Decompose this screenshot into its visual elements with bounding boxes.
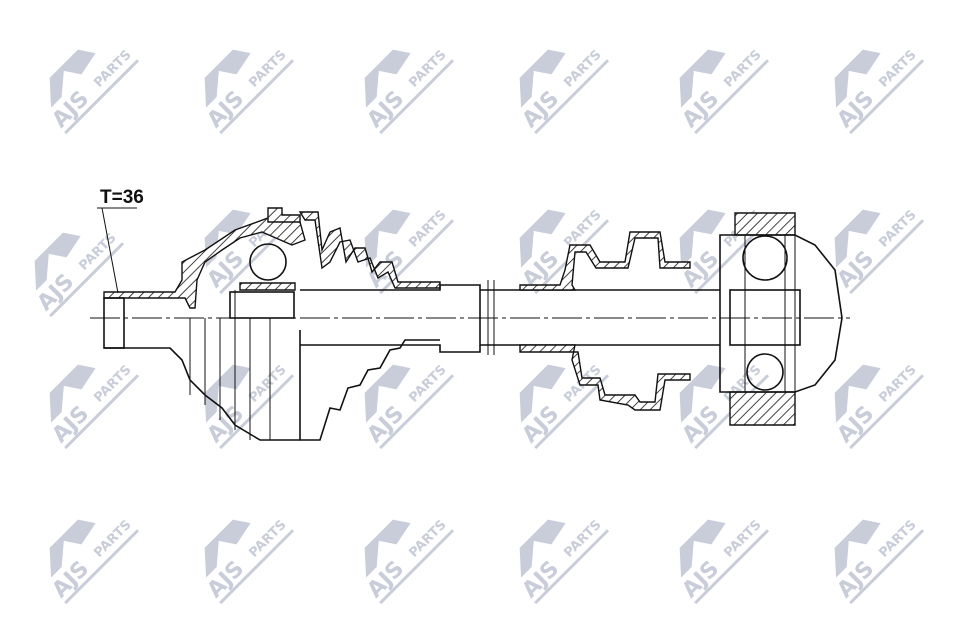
watermark-logo-icon bbox=[834, 209, 881, 268]
watermark-underline bbox=[849, 529, 925, 605]
watermark-underline bbox=[694, 529, 770, 605]
inner-boot bbox=[519, 231, 691, 411]
watermark-underline bbox=[64, 59, 140, 135]
watermark-underline bbox=[534, 529, 610, 605]
watermark-logo-icon bbox=[204, 519, 251, 578]
watermark-logo-icon bbox=[834, 364, 881, 423]
watermark-logo-icon bbox=[679, 49, 726, 108]
watermark-underline bbox=[64, 374, 140, 450]
watermark-underline bbox=[379, 59, 455, 135]
watermark-logo-icon bbox=[364, 519, 411, 578]
inner-tripod-joint bbox=[719, 212, 843, 426]
watermark-logo-icon bbox=[679, 364, 726, 423]
watermark-logo-icon bbox=[834, 519, 881, 578]
watermark-underline bbox=[219, 374, 295, 450]
watermark-logo-icon bbox=[49, 364, 96, 423]
watermark-logo-icon bbox=[519, 364, 566, 423]
watermark-logo-icon bbox=[679, 209, 726, 268]
watermark-logo-icon bbox=[49, 49, 96, 108]
watermark-logo-icon bbox=[834, 49, 881, 108]
watermark-logo-icon bbox=[519, 49, 566, 108]
watermark-logo-icon bbox=[204, 49, 251, 108]
watermark-logo-icon bbox=[49, 519, 96, 578]
watermark-underline bbox=[534, 59, 610, 135]
watermark-logo-icon bbox=[364, 209, 411, 268]
watermark-underline bbox=[534, 374, 610, 450]
outer-cv-joint bbox=[103, 207, 306, 441]
watermark-logo-icon bbox=[679, 519, 726, 578]
watermark-underline bbox=[379, 529, 455, 605]
watermark-underline bbox=[219, 529, 295, 605]
watermark-logo-icon bbox=[519, 519, 566, 578]
thread-callout: T=36 bbox=[97, 187, 144, 294]
watermark-underline bbox=[849, 374, 925, 450]
watermark-logo-icon bbox=[34, 232, 81, 291]
watermark-underline bbox=[849, 219, 925, 295]
watermark-underline bbox=[849, 59, 925, 135]
watermark-logo-icon bbox=[519, 209, 566, 268]
watermark-underline bbox=[379, 374, 455, 450]
watermark-logo-icon bbox=[204, 364, 251, 423]
watermark-logo-icon bbox=[364, 364, 411, 423]
watermark-underline bbox=[694, 59, 770, 135]
watermark-underline bbox=[64, 529, 140, 605]
callout-label: T=36 bbox=[100, 187, 144, 208]
watermark-underline bbox=[219, 59, 295, 135]
watermark-logo-icon bbox=[364, 49, 411, 108]
